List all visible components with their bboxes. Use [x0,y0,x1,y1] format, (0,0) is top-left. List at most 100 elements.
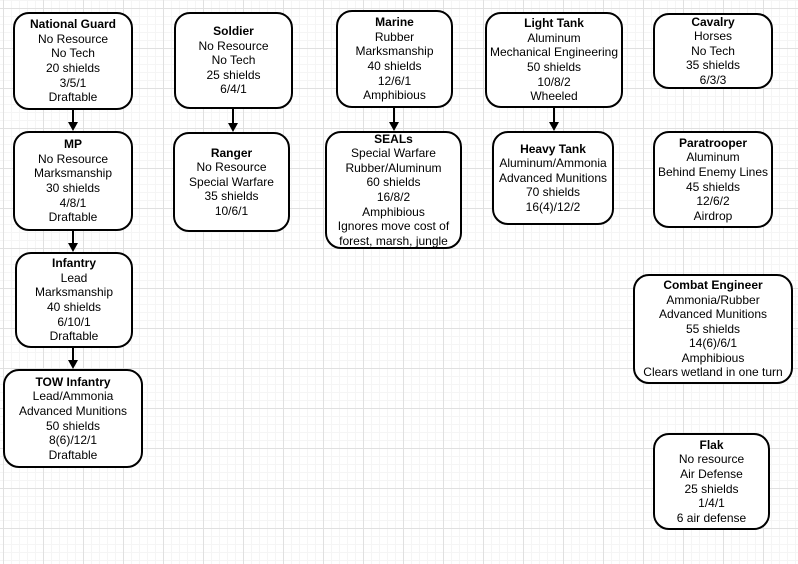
unit-line: Advanced Munitions [18,403,128,418]
unit-line: Rubber [374,29,415,44]
unit-line: Aluminum [527,30,581,45]
unit-title: Ranger [210,145,253,160]
unit-line: No Tech [691,43,735,58]
unit-line: 6/3/3 [699,72,727,87]
unit-node-flak[interactable]: Flak No resource Air Defense 25 shields … [653,433,770,530]
unit-line: 50 shields [45,418,101,433]
unit-node-mp[interactable]: MP No Resource Marksmanship 30 shields 4… [13,131,133,231]
unit-node-paratrooper[interactable]: Paratrooper Aluminum Behind Enemy Lines … [653,131,773,228]
arrowhead-down-icon [68,360,78,369]
unit-line: Lead/Ammonia [32,389,114,404]
unit-line: 14(6)/6/1 [688,336,738,351]
unit-line: Marksmanship [33,166,113,181]
arrow-mp-to-infantry[interactable] [67,231,79,252]
unit-line: forest, marsh, jungle [339,233,448,248]
unit-line: 6 air defense [676,510,747,525]
unit-line: Special Warfare [189,174,274,189]
arrow-infantry-to-tow-infantry[interactable] [67,348,79,369]
unit-node-cavalry[interactable]: Cavalry Horses No Tech 35 shields 6/3/3 [653,13,773,89]
unit-line: Amphibious [363,88,426,103]
arrow-national-guard-to-mp[interactable] [67,110,79,131]
unit-node-infantry[interactable]: Infantry Lead Marksmanship 40 shields 6/… [15,252,133,348]
unit-line: Marksmanship [355,44,434,59]
arrowhead-down-icon [68,243,78,252]
unit-line: No Resource [37,31,109,46]
unit-node-seals[interactable]: SEALs Special Warfare Rubber/Aluminum 60… [325,131,462,249]
unit-line: Ammonia/Rubber [666,292,760,307]
unit-line: Wheeled [530,89,578,104]
unit-node-national-guard[interactable]: National Guard No Resource No Tech 20 sh… [13,12,133,110]
unit-node-tow-infantry[interactable]: TOW Infantry Lead/Ammonia Advanced Munit… [3,369,143,468]
unit-line: Air Defense [680,466,743,481]
unit-title: TOW Infantry [35,374,111,389]
unit-node-soldier[interactable]: Soldier No Resource No Tech 25 shields 6… [174,12,293,109]
unit-title: Paratrooper [678,135,748,150]
unit-line: Aluminum [686,150,740,165]
unit-line: 35 shields [204,189,259,204]
unit-node-light-tank[interactable]: Light Tank Aluminum Mechanical Engineeri… [485,12,623,108]
unit-line: 25 shields [206,67,261,82]
unit-title: Cavalry [691,14,735,29]
unit-node-marine[interactable]: Marine Rubber Marksmanship 40 shields 12… [336,10,453,108]
unit-line: 12/6/2 [696,194,730,209]
unit-line: Marksmanship [34,285,114,300]
unit-line: No Resource [37,151,109,166]
unit-line: 50 shields [526,60,582,74]
unit-line: Clears wetland in one turn [643,365,783,380]
unit-line: 16/8/2 [376,190,411,204]
arrow-stem [72,348,74,361]
unit-line: Airdrop [693,208,733,223]
unit-line: No Tech [51,46,95,61]
arrow-stem [232,109,234,124]
arrowhead-down-icon [549,122,559,131]
unit-line: Draftable [48,210,98,225]
unit-title: Heavy Tank [520,141,586,156]
unit-line: Amphibious [362,204,425,219]
unit-title: National Guard [29,17,116,32]
unit-title: MP [64,137,82,152]
unit-line: Advanced Munitions [658,307,768,322]
unit-title: Light Tank [524,16,584,31]
unit-title: SEALs [374,131,413,146]
unit-line: Lead [60,270,88,285]
unit-node-heavy-tank[interactable]: Heavy Tank Aluminum/Ammonia Advanced Mun… [492,131,614,225]
unit-line: No Resource [198,38,269,53]
unit-title: Flak [699,437,724,452]
arrow-light-tank-to-heavy-tank[interactable] [548,108,560,131]
unit-line: 45 shields [685,179,741,194]
unit-line: 16(4)/12/2 [525,199,581,214]
unit-line: 60 shields [366,175,421,190]
arrow-stem [72,110,74,123]
unit-node-combat-engineer[interactable]: Combat Engineer Ammonia/Rubber Advanced … [633,274,793,384]
unit-line: Special Warfare [351,146,436,161]
arrow-stem [72,231,74,244]
unit-line: Draftable [49,329,99,344]
unit-line: 6/10/1 [57,314,91,329]
unit-title: Combat Engineer [663,277,763,292]
unit-line: 30 shields [45,181,101,195]
arrowhead-down-icon [68,122,78,131]
arrowhead-down-icon [389,122,399,131]
arrow-soldier-to-ranger[interactable] [227,109,239,132]
unit-line: 40 shields [46,300,102,314]
unit-line: 6/4/1 [220,82,247,97]
unit-line: 35 shields [685,58,741,73]
unit-line: 3/5/1 [59,75,87,90]
unit-line: No Resource [196,160,267,175]
unit-line: Rubber/Aluminum [345,160,442,175]
unit-line: 20 shields [45,61,101,75]
unit-line: Aluminum/Ammonia [499,156,607,171]
unit-line: 55 shields [685,321,741,336]
unit-line: No Tech [211,53,256,68]
unit-node-ranger[interactable]: Ranger No Resource Special Warfare 35 sh… [173,132,290,232]
unit-title: Infantry [51,256,96,271]
unit-line: 10/8/2 [537,74,571,89]
unit-line: 8(6)/12/1 [48,433,98,448]
unit-line: Behind Enemy Lines [657,164,769,179]
unit-line: Amphibious [681,350,745,365]
unit-line: 40 shields [367,59,422,73]
unit-line: No resource [678,452,745,467]
arrow-marine-to-seals[interactable] [388,108,400,131]
unit-line: 12/6/1 [377,73,412,88]
